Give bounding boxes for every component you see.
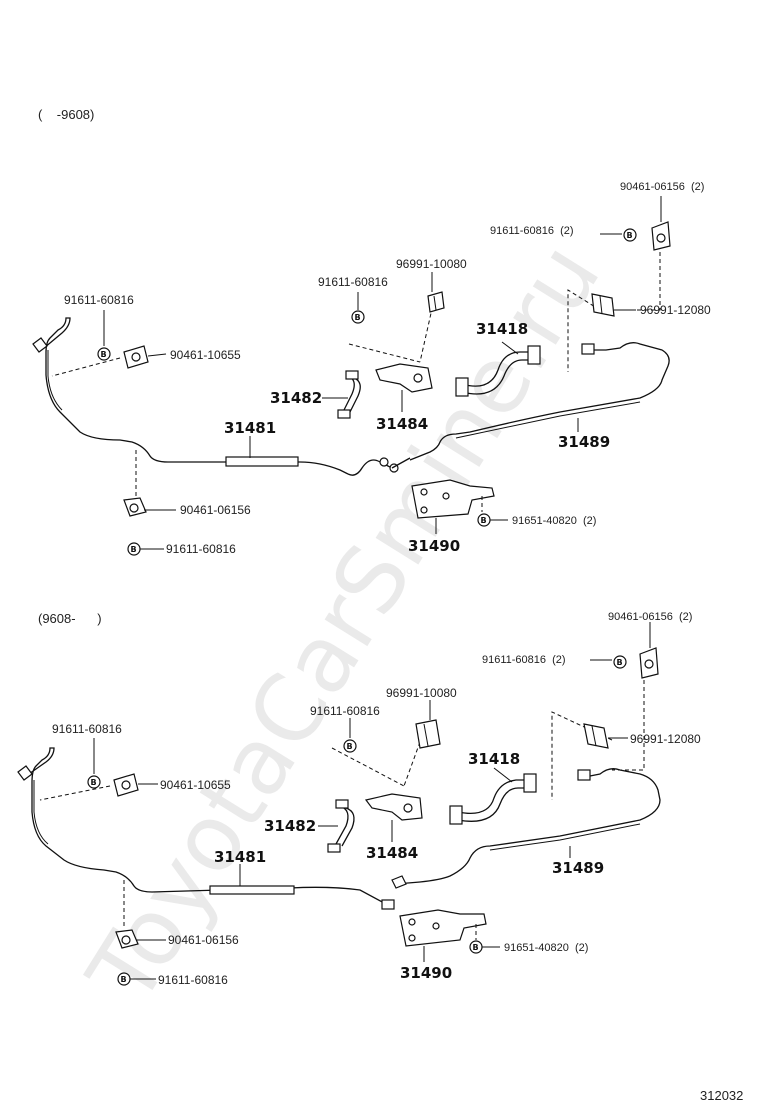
label-91611-top-right: 91611-60816 (2)	[490, 225, 574, 237]
svg-text:B: B	[121, 975, 127, 984]
document-number: 312032	[700, 1088, 743, 1103]
bolt-marker-mid: B	[351, 310, 365, 324]
part-31418	[455, 345, 541, 397]
pipe-31481	[25, 747, 387, 905]
section-pre-9608: ( -9608)	[32, 107, 711, 556]
bolt-marker-91651: B	[477, 513, 491, 527]
clamp-90461-10655	[123, 345, 149, 369]
svg-text:B: B	[91, 778, 97, 787]
clamp-90461-10655	[113, 773, 139, 797]
label-31490: 31490	[400, 964, 452, 982]
part-31484	[364, 793, 423, 821]
label-91611-bottom: 91611-60816	[158, 973, 228, 987]
bolt-marker-91651: B	[469, 940, 483, 954]
bolt-marker-left: B	[87, 775, 101, 789]
watermark: ToyotaCarSmine.ru	[67, 225, 621, 1022]
label-31489: 31489	[558, 433, 610, 451]
bolt-marker-mid: B	[343, 739, 357, 753]
svg-text:B: B	[473, 943, 479, 952]
part-31418	[449, 773, 537, 825]
bolt-marker-top-right: B	[613, 655, 627, 669]
label-90461-10655: 90461-10655	[160, 778, 231, 792]
label-91611-mid: 91611-60816	[310, 704, 380, 718]
label-31481: 31481	[214, 848, 266, 866]
part-31490	[399, 909, 487, 947]
label-90461-10655: 90461-10655	[170, 348, 241, 362]
fitting-right	[577, 769, 591, 781]
bolt-marker-bottom: B	[117, 972, 131, 986]
clamp-90461-06156-top	[639, 647, 659, 679]
bolt-marker-top-right: B	[623, 228, 637, 242]
label-31481: 31481	[224, 419, 276, 437]
svg-text:B: B	[481, 516, 487, 525]
svg-text:B: B	[617, 658, 623, 667]
clip-96991-12080	[583, 723, 609, 749]
label-91651-40820: 91651-40820 (2)	[504, 942, 588, 954]
part-31484	[375, 363, 433, 393]
label-91611-top-right: 91611-60816 (2)	[482, 654, 566, 666]
svg-text:B: B	[131, 545, 137, 554]
label-31490: 31490	[408, 537, 460, 555]
label-96991-12080: 96991-12080	[640, 303, 711, 317]
clip-96991-12080	[591, 293, 615, 317]
fitting-mid	[381, 899, 395, 910]
label-31418: 31418	[476, 320, 528, 338]
label-91611-mid: 91611-60816	[318, 275, 388, 289]
label-90461-06156: 90461-06156	[168, 933, 239, 947]
clamp-90461-06156	[123, 497, 147, 517]
clip-96991-10080	[415, 719, 441, 749]
label-31418: 31418	[468, 750, 520, 768]
label-31482: 31482	[270, 389, 322, 407]
clamp-90461-06156-top	[651, 221, 671, 251]
svg-text:B: B	[355, 313, 361, 322]
clip-96991-10080	[427, 291, 445, 313]
label-96991-12080: 96991-12080	[630, 732, 701, 746]
range-label: ( -9608)	[38, 107, 94, 122]
part-31490	[411, 479, 495, 519]
label-31489: 31489	[552, 859, 604, 877]
label-90461-06156: 90461-06156	[180, 503, 251, 517]
part-31482	[327, 799, 355, 853]
label-96991-10080: 96991-10080	[396, 257, 467, 271]
pipe-sleeve	[225, 456, 299, 467]
pipe-31481	[43, 317, 349, 475]
pipe-sleeve	[209, 885, 295, 895]
label-91611-left: 91611-60816	[64, 293, 134, 307]
fitting-left	[17, 765, 33, 781]
fitting-right	[581, 343, 595, 355]
bolt-marker-left: B	[97, 347, 111, 361]
svg-text:B: B	[101, 350, 107, 359]
range-label: (9608- )	[38, 611, 102, 626]
section-post-9608: (9608- )	[17, 611, 701, 987]
label-90461-06156-top: 90461-06156 (2)	[620, 181, 704, 193]
svg-text:B: B	[347, 742, 353, 751]
pipe-31489	[409, 342, 670, 461]
bolt-marker-bottom: B	[127, 542, 141, 556]
label-31482: 31482	[264, 817, 316, 835]
label-91611-left: 91611-60816	[52, 722, 122, 736]
part-31482	[337, 370, 361, 419]
clamp-90461-06156	[115, 929, 139, 949]
label-90461-06156-top: 90461-06156 (2)	[608, 611, 692, 623]
fitting-left	[32, 337, 48, 353]
label-96991-10080: 96991-10080	[386, 686, 457, 700]
label-31484: 31484	[376, 415, 428, 433]
label-91611-bottom: 91611-60816	[166, 542, 236, 556]
label-91651-40820: 91651-40820 (2)	[512, 515, 596, 527]
label-31484: 31484	[366, 844, 418, 862]
svg-text:B: B	[627, 231, 633, 240]
